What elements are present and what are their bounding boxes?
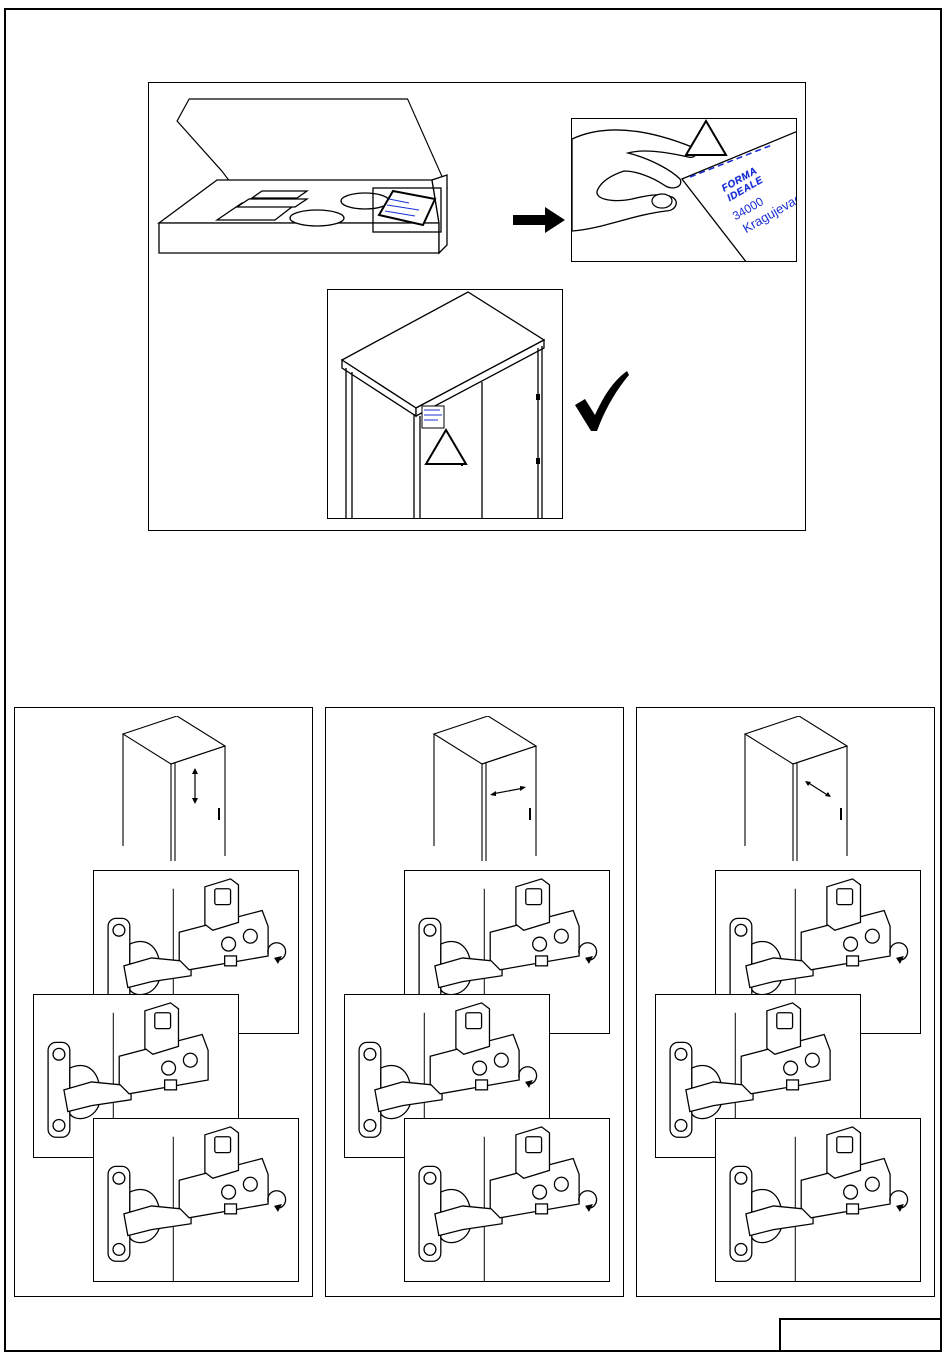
page-number-box xyxy=(779,1318,942,1352)
hinge-adjustment-column-vertical xyxy=(14,707,313,1297)
hinge-adjustment-column-horizontal xyxy=(325,707,624,1297)
peel-label-illustration xyxy=(572,119,797,262)
hinge-icon xyxy=(716,1119,920,1281)
warning-triangle-icon xyxy=(426,430,466,464)
hinge-adjustment-column-depth xyxy=(636,707,935,1297)
hinge-icon xyxy=(405,1119,609,1281)
hinge-step-3 xyxy=(93,1118,299,1282)
checkmark-icon xyxy=(573,369,631,433)
cabinet-label-illustration xyxy=(328,290,563,519)
warning-triangle-icon xyxy=(686,121,726,155)
cabinet-depth-adjustment-icon xyxy=(741,716,861,861)
label-instruction-panel: FORMA IDEALE 34000 Kragujevac xyxy=(148,82,806,531)
cabinet-label-panel xyxy=(327,289,563,519)
hinge-step-3 xyxy=(404,1118,610,1282)
hinge-icon xyxy=(94,1119,298,1281)
hinge-step-3 xyxy=(715,1118,921,1282)
cabinet-horizontal-adjustment-icon xyxy=(430,716,550,861)
peel-label-panel: FORMA IDEALE 34000 Kragujevac xyxy=(571,118,797,262)
cabinet-vertical-adjustment-icon xyxy=(119,716,239,861)
open-box-illustration xyxy=(157,95,457,260)
arrow-right-icon xyxy=(513,205,567,235)
